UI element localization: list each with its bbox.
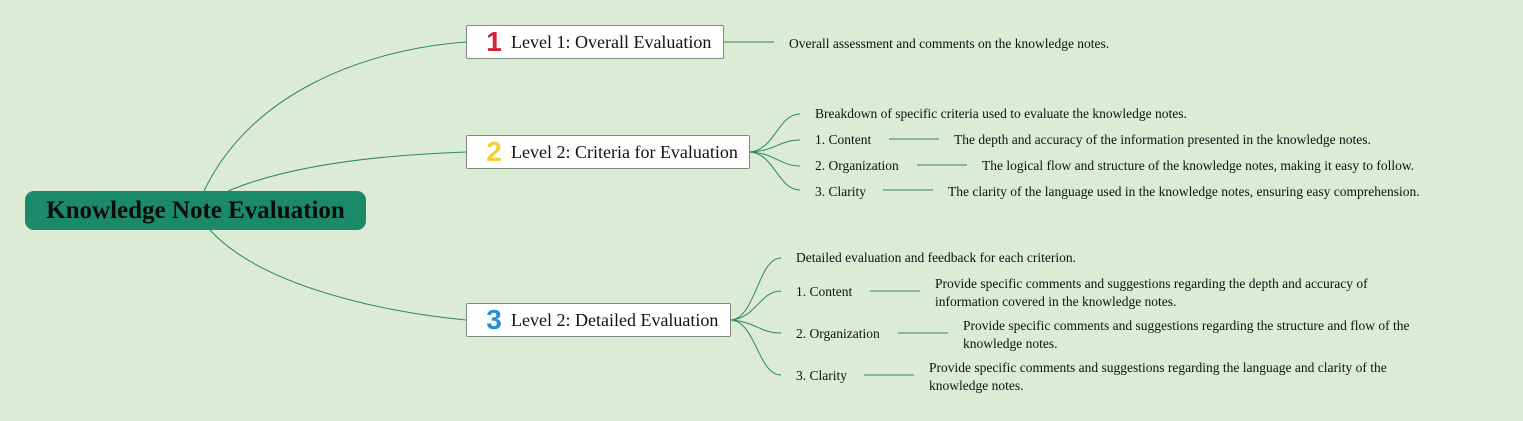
link-detailed-intro [730,257,782,321]
criteria-intro: Breakdown of specific criteria used to e… [815,106,1187,121]
criteria-item-desc: The depth and accuracy of the informatio… [954,132,1371,147]
branch-level2-criteria[interactable]: 2 Level 2: Criteria for Evaluation [466,135,750,169]
priority-3-icon: 3 [486,304,502,335]
detailed-intro: Detailed evaluation and feedback for eac… [796,250,1076,265]
detailed-item-label: 1. Content [796,284,853,299]
branch-level2-detailed[interactable]: 3 Level 2: Detailed Evaluation [466,303,731,337]
link-detailed-item2 [730,319,782,334]
branch-level2-detailed-label: Level 2: Detailed Evaluation [511,309,719,330]
link-criteria-intro [749,113,801,153]
priority-1-icon: 1 [486,26,502,57]
link-root-level2-criteria [227,151,467,192]
branch-level2-criteria-label: Level 2: Criteria for Evaluation [511,141,738,162]
criteria-item-label: 1. Content [815,132,872,147]
link-detailed-item3 [730,319,782,376]
link-criteria-item1 [749,139,801,153]
link-root-level1 [203,41,467,192]
root-title: Knowledge Note Evaluation [46,196,345,224]
link-detailed-item1 [730,290,782,321]
priority-2-icon: 2 [486,136,502,167]
level1-note: Overall assessment and comments on the k… [789,36,1110,51]
branch-level1-label: Level 1: Overall Evaluation [511,31,712,52]
criteria-item-label: 2. Organization [815,158,899,173]
detailed-item-desc: Provide specific comments and suggestion… [963,318,1410,351]
root-node[interactable]: Knowledge Note Evaluation [25,191,366,230]
link-criteria-item2 [749,151,801,167]
link-criteria-item3 [749,151,801,191]
criteria-item-desc: The clarity of the language used in the … [948,184,1420,199]
detailed-item-desc: Provide specific comments and suggestion… [929,360,1387,393]
detailed-item-label: 2. Organization [796,326,880,341]
detailed-item-desc: Provide specific comments and suggestion… [935,276,1368,309]
detailed-item-label: 3. Clarity [796,368,847,383]
branch-level1[interactable]: 1 Level 1: Overall Evaluation [466,25,724,59]
link-root-level2-detailed [209,229,467,321]
criteria-item-desc: The logical flow and structure of the kn… [982,158,1415,173]
criteria-item-label: 3. Clarity [815,184,866,199]
